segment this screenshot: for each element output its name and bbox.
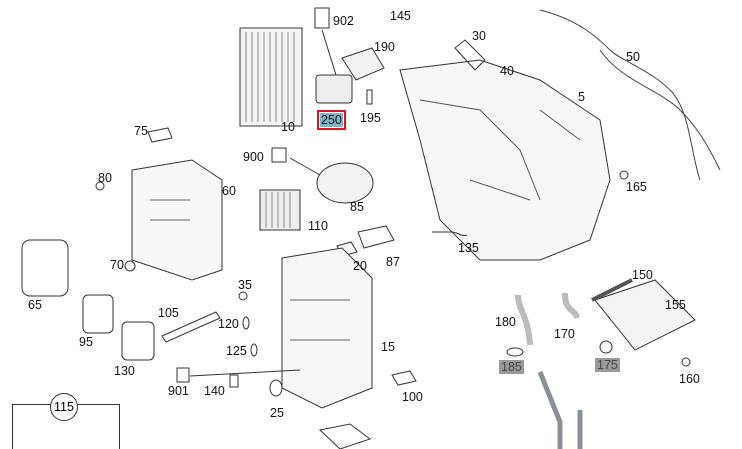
connector-901	[176, 367, 190, 383]
connector-100	[391, 370, 417, 386]
part-label-40[interactable]: 40	[500, 64, 514, 78]
part-label-70[interactable]: 70	[110, 258, 124, 272]
hose-180	[515, 294, 533, 346]
part-label-135[interactable]: 135	[458, 241, 479, 255]
pin-195	[366, 89, 373, 105]
seal-175	[599, 340, 613, 354]
part-label-110[interactable]: 110	[308, 219, 328, 233]
screw-35	[238, 291, 248, 301]
part-label-95[interactable]: 95	[79, 335, 93, 349]
part-label-15[interactable]: 15	[381, 340, 395, 354]
part-label-100[interactable]: 100	[402, 390, 423, 404]
part-label-170[interactable]: 170	[554, 327, 575, 341]
part-label-130[interactable]: 130	[114, 364, 135, 378]
part-bottom	[318, 423, 372, 449]
part-label-190[interactable]: 190	[374, 40, 395, 54]
part-label-105[interactable]: 105	[158, 306, 179, 320]
blower-85	[271, 147, 374, 204]
grommet-165	[619, 170, 629, 180]
part-label-30[interactable]: 30	[472, 29, 486, 43]
seal-30	[454, 39, 486, 71]
flap-130	[121, 321, 155, 361]
part-label-901[interactable]: 901	[168, 384, 189, 398]
cabin-filter-10	[239, 27, 303, 127]
oring-120	[242, 316, 250, 330]
part-label-50[interactable]: 50	[626, 50, 640, 64]
screw-80	[95, 181, 105, 191]
main-housing-5	[399, 59, 611, 261]
part-label-75[interactable]: 75	[134, 124, 148, 138]
control-unit-250	[314, 7, 353, 104]
sensor-140	[229, 374, 239, 388]
part-label-185-greyed[interactable]: 185	[499, 360, 524, 374]
screw-160	[681, 357, 691, 367]
part-label-115[interactable]: 115	[50, 393, 78, 421]
part-label-902[interactable]: 902	[333, 14, 354, 28]
cover-190	[341, 47, 385, 81]
hose-135	[432, 231, 468, 236]
seal-185	[506, 347, 524, 357]
pipe	[537, 371, 583, 449]
part-label-60[interactable]: 60	[222, 184, 236, 198]
filter-110	[259, 189, 301, 231]
cap-70	[124, 260, 136, 272]
part-label-125[interactable]: 125	[226, 344, 247, 358]
part-label-175-greyed[interactable]: 175	[595, 358, 620, 372]
strip-150	[591, 278, 633, 302]
part-label-80[interactable]: 80	[98, 171, 112, 185]
part-label-120[interactable]: 120	[218, 317, 239, 331]
part-label-160[interactable]: 160	[679, 372, 700, 386]
part-label-195[interactable]: 195	[360, 111, 381, 125]
part-label-87[interactable]: 87	[386, 255, 400, 269]
part-label-250-highlighted[interactable]: 250	[317, 110, 346, 130]
part-label-155[interactable]: 155	[665, 298, 686, 312]
part-label-180[interactable]: 180	[495, 315, 516, 329]
part-label-900[interactable]: 900	[243, 150, 264, 164]
cap-25	[269, 379, 283, 397]
part-label-25[interactable]: 25	[270, 406, 284, 420]
part-label-150[interactable]: 150	[632, 268, 653, 282]
flap-95	[82, 294, 114, 334]
part-label-35[interactable]: 35	[238, 278, 252, 292]
oring-125	[250, 343, 258, 357]
hose-170	[562, 292, 580, 319]
part-label-65[interactable]: 65	[28, 298, 42, 312]
seal-65	[21, 239, 69, 297]
harness-50	[539, 9, 701, 181]
actuator-75	[147, 127, 173, 143]
part-label-85[interactable]: 85	[350, 200, 364, 214]
part-label-140[interactable]: 140	[204, 384, 225, 398]
part-87	[357, 225, 395, 249]
part-label-145[interactable]: 145	[390, 9, 411, 23]
part-label-20[interactable]: 20	[353, 259, 367, 273]
part-label-5[interactable]: 5	[578, 90, 585, 104]
strip-105	[161, 311, 221, 343]
heater-155	[594, 279, 696, 351]
housing-60	[131, 159, 223, 281]
part-label-10[interactable]: 10	[281, 120, 295, 134]
part-label-165[interactable]: 165	[626, 180, 647, 194]
